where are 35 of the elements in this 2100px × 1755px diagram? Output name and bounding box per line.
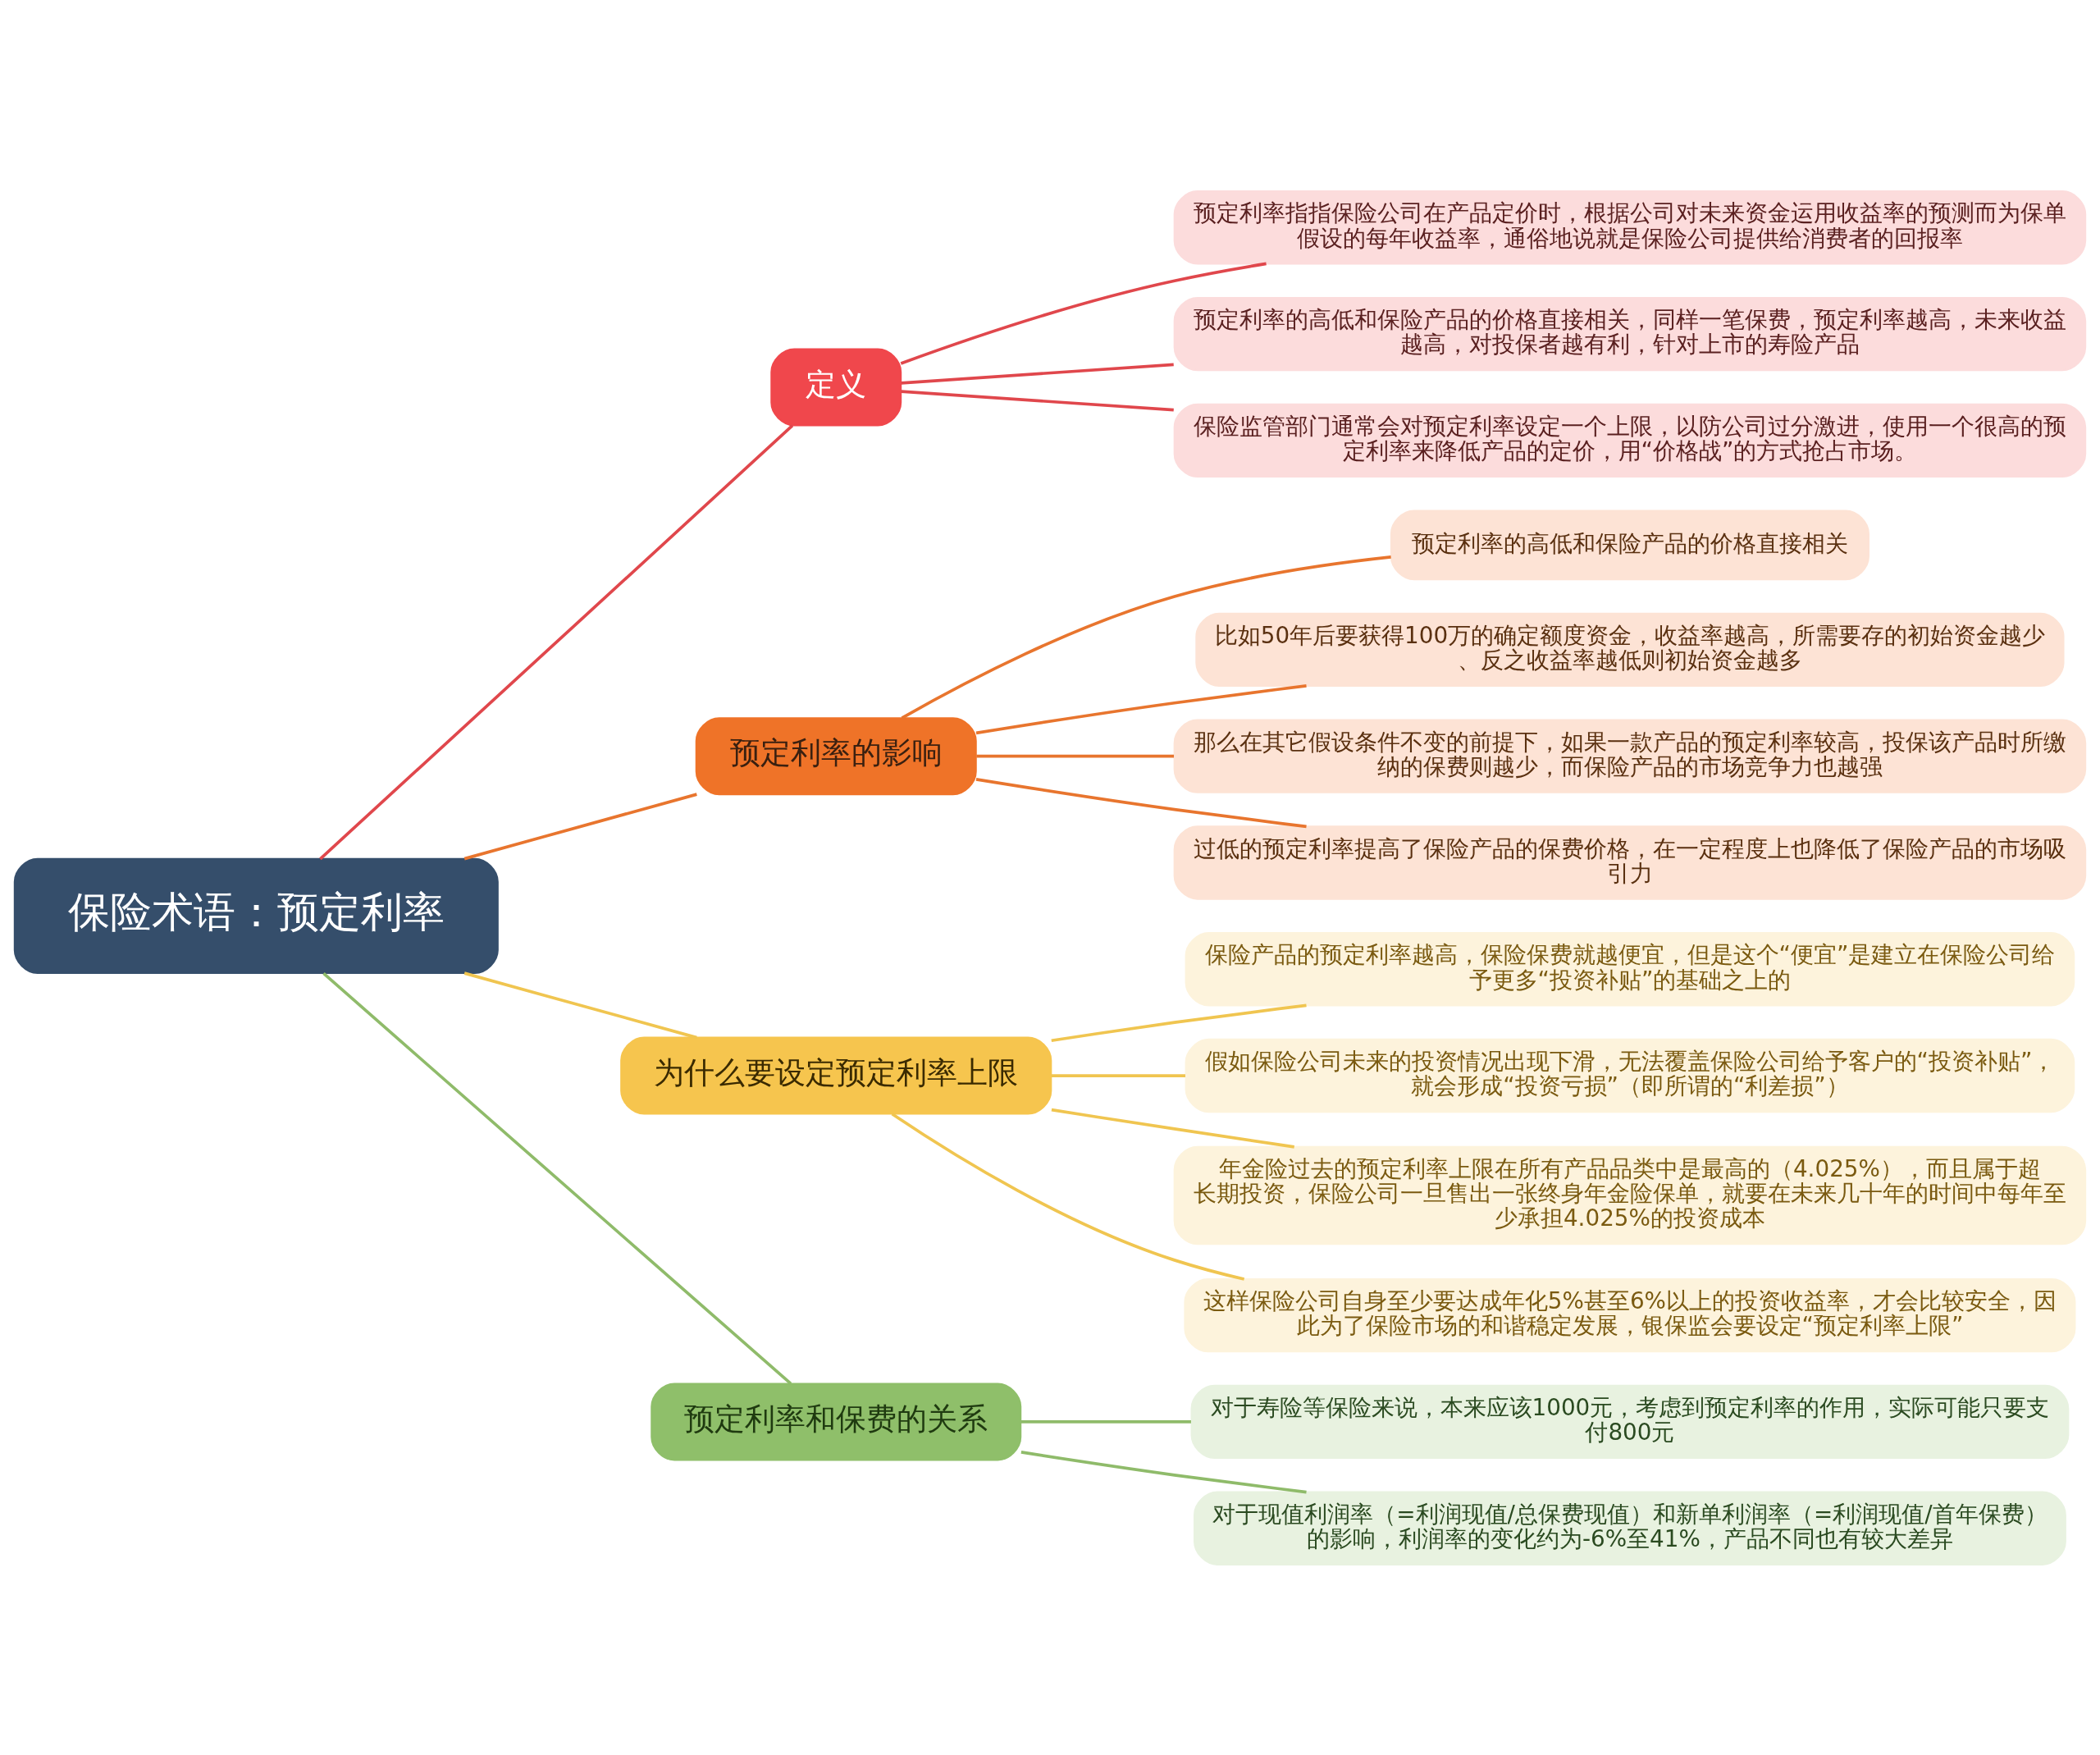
- node-box: 假如保险公司未来的投资情况出现下滑，无法覆盖保险公司给予客户的“投资补贴”，就会形成“投资亏损”（即所谓的“利差损”）: [1185, 1038, 2075, 1113]
- connector: [976, 754, 1175, 757]
- node-box: 保险术语：预定利率: [13, 857, 499, 974]
- node-box: 年金险过去的预定利率上限在所有产品品类中是最高的（4.025%），而且属于超长期投资，保险公司一旦售出一张终身年金险保单，就要在未来几十年的时间中每年至少承担4.025%的投资成本: [1173, 1145, 2087, 1245]
- node-box: 对于寿险等保险来说，本来应该1000元，考虑到预定利率的作用，实际可能只要支付800元: [1190, 1384, 2070, 1459]
- connector: [975, 777, 1307, 828]
- connector: [322, 971, 792, 1385]
- node-box: 为什么要设定预定利率上限: [620, 1036, 1052, 1115]
- connector: [901, 389, 1174, 411]
- connector: [901, 555, 1391, 720]
- node-box: 对于现值利润率（=利润现值/总保费现值）和新单利润率（=利润现值/首年保费）的影响，利润率的变化约为-6%至41%，产品不同也有较大差异: [1194, 1491, 2066, 1565]
- connector: [1020, 1450, 1307, 1493]
- connector: [319, 423, 794, 860]
- connector: [1051, 1003, 1307, 1042]
- connector: [901, 363, 1174, 385]
- connector: [463, 971, 697, 1039]
- connector: [1051, 1108, 1294, 1149]
- connector: [1020, 1419, 1191, 1424]
- connector: [1051, 1073, 1185, 1077]
- node-box: 过低的预定利率提高了保险产品的保费价格，在一定程度上也降低了保险产品的市场吸引力: [1173, 825, 2087, 900]
- connector: [975, 683, 1307, 734]
- node-box: 保险监管部门通常会对预定利率设定一个上限，以防公司过分激进，使用一个很高的预定利率来降低产品的定价，用“价格战”的方式抢占市场。: [1173, 403, 2087, 478]
- node-box: 预定利率的高低和保险产品的价格直接相关，同样一笔保费，预定利率越高，未来收益越高，对投保者越有利，针对上市的寿险产品: [1173, 296, 2087, 371]
- node-box: 预定利率的高低和保险产品的价格直接相关: [1390, 510, 1869, 580]
- node-box: 这样保险公司自身至少要达成年化5%甚至6%以上的投资收益率，才会比较安全，因此为了保险市场的和谐稳定发展，银保监会要设定“预定利率上限”: [1184, 1277, 2076, 1352]
- connector: [463, 792, 697, 860]
- node-box: 保险产品的预定利率越高，保险保费就越便宜，但是这个“便宜”是建立在保险公司给予更多“投资补贴”的基础之上的: [1185, 931, 2075, 1006]
- node-box: 那么在其它假设条件不变的前提下，如果一款产品的预定利率较高，投保该产品时所缴纳的保费则越少，而保险产品的市场竞争力也越强: [1173, 718, 2087, 793]
- connector: [891, 1112, 1245, 1281]
- connector: [900, 262, 1267, 365]
- node-box: 预定利率的影响: [695, 716, 977, 795]
- node-box: 预定利率指指保险公司在产品定价时，根据公司对未来资金运用收益率的预测而为保单假设的每年收益率，通俗地说就是保险公司提供给消费者的回报率: [1173, 190, 2087, 264]
- node-box: 预定利率和保费的关系: [651, 1382, 1022, 1460]
- node-box: 比如50年后要获得100万的确定额度资金，收益率越高，所需要存的初始资金越少、反之收益率越低则初始资金越多: [1195, 612, 2065, 687]
- node-box: 定义: [770, 348, 902, 426]
